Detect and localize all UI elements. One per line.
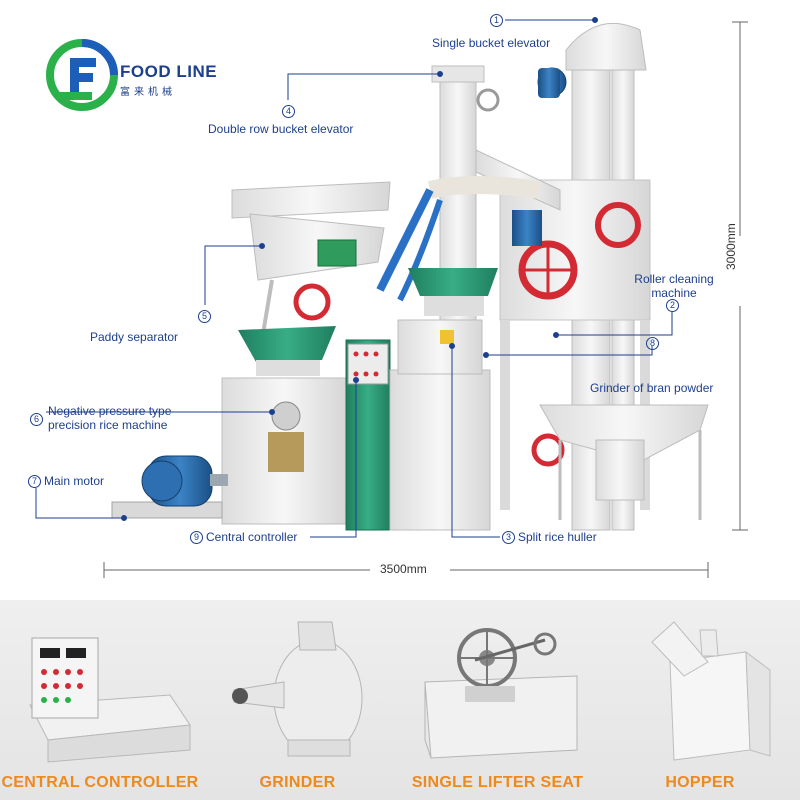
component-label: CENTRAL CONTROLLER: [1, 774, 199, 791]
callout-number-6: 6: [30, 412, 46, 426]
bran-hopper-shape: [539, 404, 709, 520]
callout-number-2: 2: [666, 298, 682, 312]
component-single-lifter-seat: SINGLE LIFTER SEAT: [395, 600, 600, 800]
base-cabinet-shape: [221, 319, 491, 531]
single-lifter-seat-image: [424, 628, 578, 759]
grinder-image: [232, 621, 363, 757]
component-hopper: HOPPER: [600, 600, 800, 800]
callout-bran-grinder: Grinder of bran powder: [590, 381, 714, 395]
machine-diagram: FOOD LINE 富来机械 1 Single bucket elevator …: [28, 13, 748, 578]
green-hoppers-shape: [238, 268, 498, 376]
callout-number-8: 8: [646, 336, 662, 350]
main-motor-shape: [111, 455, 228, 519]
callout-roller-cleaning: Roller cleaning machine: [634, 272, 714, 300]
width-dimension: 3500mm: [380, 562, 427, 576]
component-label: SINGLE LIFTER SEAT: [411, 774, 584, 791]
component-strip: CENTRAL CONTROLLER GRINDER SINGLE LIFTER…: [0, 600, 800, 800]
logo-subtitle: 富来机械: [120, 87, 176, 98]
callout-double-row-elevator: Double row bucket elevator: [208, 122, 354, 136]
brand-logo: FOOD LINE 富来机械: [120, 62, 217, 98]
food-line-logo-icon: [46, 39, 118, 111]
hopper-image: [651, 621, 771, 761]
paddy-separator-shape: [231, 181, 391, 341]
component-central-controller: CENTRAL CONTROLLER: [0, 600, 200, 800]
rice-mill-illustration: [35, 17, 748, 578]
callout-number-5: 5: [198, 309, 214, 323]
logo-name: FOOD LINE: [120, 62, 218, 81]
callout-number-1: 1: [490, 13, 506, 27]
component-label: GRINDER: [259, 774, 336, 791]
component-grinder: GRINDER: [200, 600, 395, 800]
callout-rice-machine: Negative pressure type precision rice ma…: [48, 404, 172, 432]
component-label: HOPPER: [665, 774, 735, 791]
central-controller-image: [29, 637, 191, 763]
callout-paddy-separator: Paddy separator: [90, 330, 179, 344]
leader-lines: [35, 17, 673, 538]
height-dimension: 3000mm: [724, 223, 738, 270]
callout-number-4: 4: [282, 104, 298, 118]
callout-single-bucket-elevator: Single bucket elevator: [432, 36, 551, 50]
dimension-lines: [103, 21, 748, 578]
